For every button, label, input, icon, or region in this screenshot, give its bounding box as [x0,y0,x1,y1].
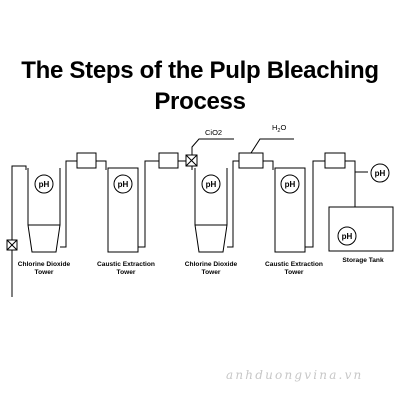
unit-label: Chlorine Dioxide [18,261,71,268]
ph-sensor-icon [113,174,133,194]
pipe-7 [305,160,325,248]
pipe-1 [60,160,77,248]
ph-sensor-icon [337,226,357,246]
pipe-8 [345,160,356,207]
diagram-title-line-1: The Steps of the Pulp Bleaching [21,57,379,84]
unit-label: Caustic Extraction [265,261,323,268]
unit-label: Tower [117,269,136,276]
washer-1 [76,152,97,169]
storage-tank [328,206,394,252]
clo2-valve-icon [185,154,198,167]
ph-sensor-label: pH [342,232,353,241]
ph-sensor-icon [34,174,54,194]
water-label: H2O [272,123,286,134]
ph-sensor-icon [370,163,390,183]
washer-2 [158,152,179,169]
unit-label: Caustic Extraction [97,261,155,268]
ph-sensor-label: pH [118,180,129,189]
water-line [250,138,294,154]
watermark: anhduongvina.vn [226,368,364,382]
storage-tank-label: Storage Tank [342,257,384,264]
diagram-title-line-2: Process [154,88,246,115]
clo2-line [191,138,234,155]
unit-label: Tower [35,269,54,276]
pipe-6 [263,160,274,170]
ph-sensor-label: pH [375,169,386,178]
unit-label: Chlorine Dioxide [185,261,238,268]
ph-sensor-label: pH [285,180,296,189]
caustic-extraction-tower-1 [107,167,139,253]
feed-pipe [11,165,27,297]
chlorine-dioxide-tower-1 [27,168,61,253]
ph-sensor-icon [201,174,221,194]
washer-4 [324,152,346,169]
unit-label: Tower [202,269,221,276]
pipe-5 [227,160,239,248]
clo2-label: CiO2 [205,128,222,137]
ph-sensor-label: pH [39,180,50,189]
pipe-2 [96,160,107,170]
feed-valve-icon [6,239,18,251]
caustic-extraction-tower-2 [274,167,306,253]
unit-label: Tower [285,269,304,276]
washer-3 [238,152,264,169]
ph-sensor-label: pH [206,180,217,189]
pipe-3 [138,160,159,248]
chlorine-dioxide-tower-2 [194,168,228,253]
ph-sensor-icon [280,174,300,194]
